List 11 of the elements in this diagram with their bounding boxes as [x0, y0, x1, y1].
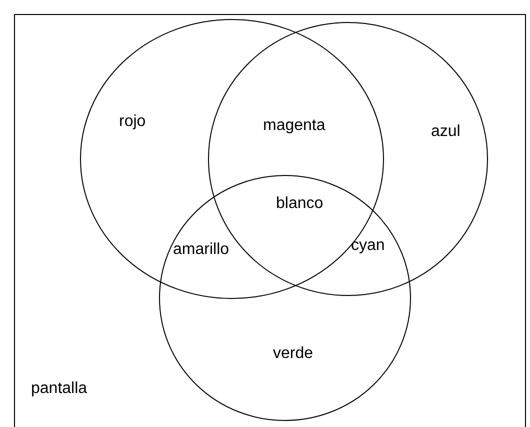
- region-label: verde: [273, 345, 314, 363]
- venn-circle: [159, 175, 411, 421]
- overlap-label: blanco: [276, 195, 324, 213]
- overlap-label: magenta: [263, 117, 326, 135]
- region-label: pantalla: [31, 380, 88, 398]
- overlap-label: cyan: [351, 237, 385, 255]
- region-label: azul: [431, 123, 460, 141]
- overlap-label: amarillo: [173, 241, 230, 259]
- screen-frame: [14, 14, 526, 427]
- venn-circle: [80, 19, 384, 299]
- region-label: rojo: [119, 113, 146, 131]
